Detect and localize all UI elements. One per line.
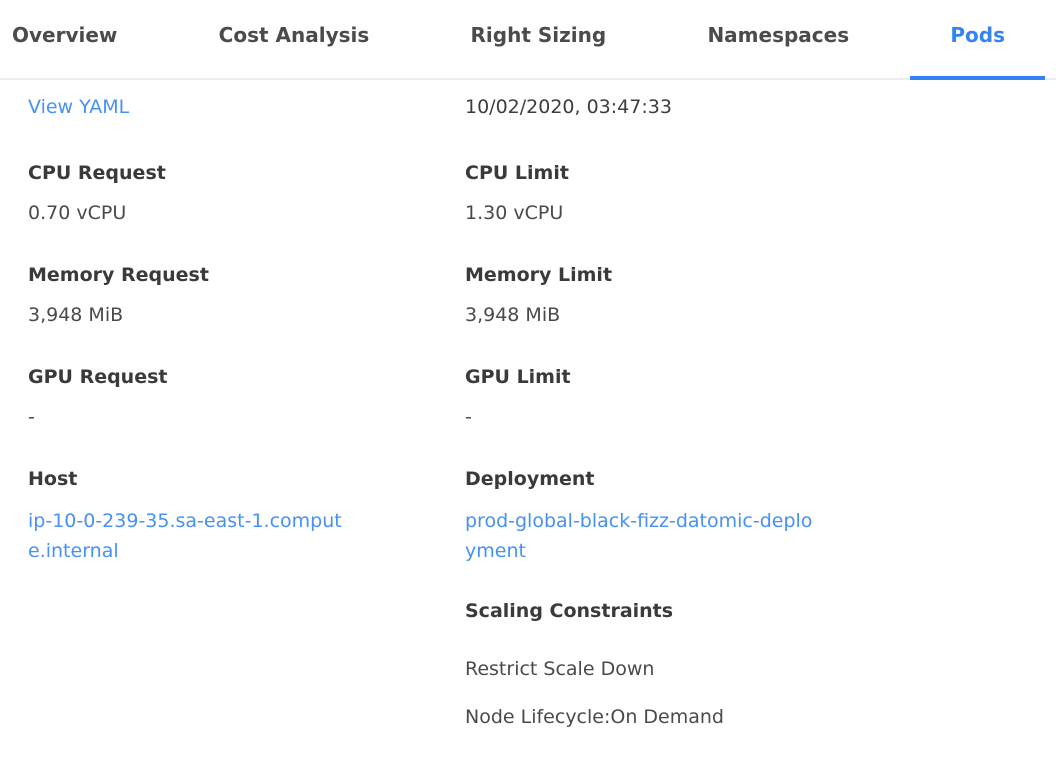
tab-bar: Overview Cost Analysis Right Sizing Name…: [0, 0, 1056, 80]
pod-detail-panel: View YAML 10/02/2020, 03:47:33 CPU Reque…: [0, 80, 1056, 730]
cpu-limit-value: 1.30 vCPU: [465, 202, 564, 224]
deployment-link[interactable]: prod-global-black-fizz-datomic-deploymen…: [465, 510, 813, 562]
field-cpu-limit: CPU Limit 1.30 vCPU: [465, 160, 1032, 226]
view-yaml-link[interactable]: View YAML: [28, 96, 130, 118]
field-memory-request: Memory Request 3,948 MiB: [28, 262, 465, 328]
meta-left: View YAML: [28, 94, 465, 120]
memory-limit-value: 3,948 MiB: [465, 304, 561, 326]
host-link[interactable]: ip-10-0-239-35.sa-east-1.compute.interna…: [28, 510, 342, 562]
field-gpu-limit: GPU Limit -: [465, 364, 1032, 430]
cpu-request-value: 0.70 vCPU: [28, 202, 127, 224]
field-cpu-request: CPU Request 0.70 vCPU: [28, 160, 465, 226]
gpu-request-value: -: [28, 406, 35, 428]
tab-right-sizing[interactable]: Right Sizing: [470, 23, 607, 47]
memory-request-value: 3,948 MiB: [28, 304, 124, 326]
scaling-constraint-item: Node Lifecycle:On Demand: [465, 706, 724, 728]
field-host: Host ip-10-0-239-35.sa-east-1.compute.in…: [28, 466, 465, 694]
host-label: Host: [28, 468, 78, 490]
field-scaling-constraints: Scaling Constraints Restrict Scale Down …: [465, 598, 1032, 730]
gpu-limit-value: -: [465, 406, 472, 428]
right-bottom-stack: Deployment prod-global-black-fizz-datomi…: [465, 466, 1032, 730]
memory-limit-label: Memory Limit: [465, 264, 613, 286]
field-gpu-request: GPU Request -: [28, 364, 465, 430]
tab-overview[interactable]: Overview: [12, 23, 118, 47]
gpu-request-label: GPU Request: [28, 366, 168, 388]
cpu-request-label: CPU Request: [28, 162, 166, 184]
pod-timestamp: 10/02/2020, 03:47:33: [465, 96, 672, 118]
tab-cost-analysis[interactable]: Cost Analysis: [218, 23, 370, 47]
field-deployment: Deployment prod-global-black-fizz-datomi…: [465, 466, 1032, 566]
memory-request-label: Memory Request: [28, 264, 209, 286]
tab-namespaces[interactable]: Namespaces: [707, 23, 850, 47]
gpu-limit-label: GPU Limit: [465, 366, 571, 388]
field-memory-limit: Memory Limit 3,948 MiB: [465, 262, 1032, 328]
scaling-constraints-label: Scaling Constraints: [465, 600, 674, 622]
scaling-constraint-item: Restrict Scale Down: [465, 658, 655, 680]
cpu-limit-label: CPU Limit: [465, 162, 569, 184]
tab-pods[interactable]: Pods: [910, 0, 1045, 80]
deployment-label: Deployment: [465, 468, 595, 490]
